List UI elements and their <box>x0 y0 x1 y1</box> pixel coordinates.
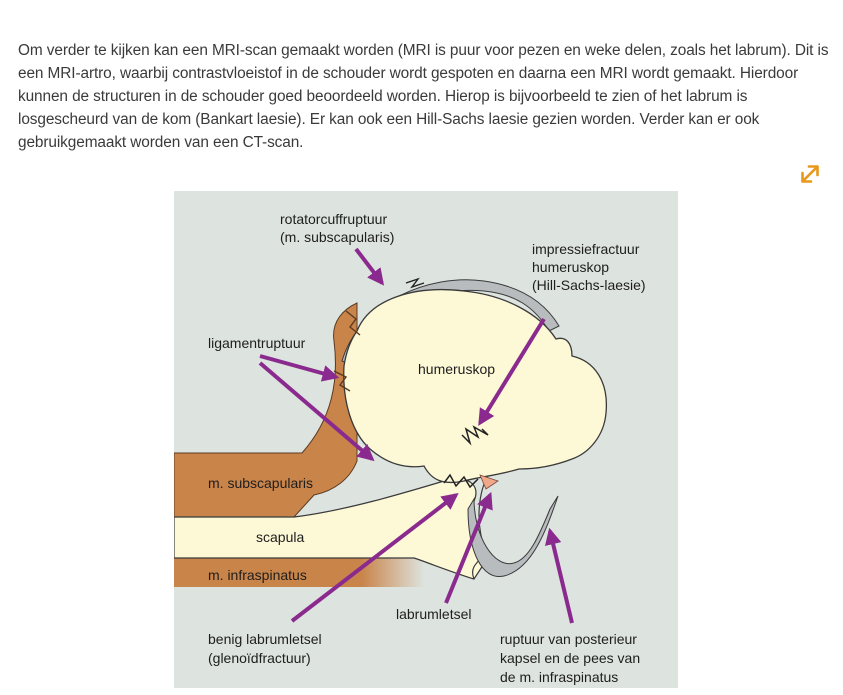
ligament-tear-strands <box>333 310 361 392</box>
label-ruptuur-2: kapsel en de pees van <box>500 650 640 666</box>
label-ligament: ligamentruptuur <box>208 335 306 351</box>
label-scapula: scapula <box>256 529 304 545</box>
posterior-capsule <box>467 495 559 577</box>
subscapularis-muscle <box>174 302 358 518</box>
arrow-labrumletsel <box>444 491 493 604</box>
arrow-ligament-lower <box>258 361 375 462</box>
arrow-ligament-upper <box>259 354 340 382</box>
label-benig-1: benig labrumletsel <box>208 631 322 647</box>
arrow-rotatorcuff <box>354 247 385 286</box>
intro-paragraph: Om verder te kijken kan een MRI-scan gem… <box>18 42 829 152</box>
glenoid-fracture-mark <box>443 473 479 489</box>
labrum-lesion-mark <box>479 474 499 490</box>
arrow-ruptuur <box>544 527 574 624</box>
shoulder-diagram[interactable]: rotatorcuffruptuur (m. subscapularis) im… <box>174 191 678 688</box>
label-rotatorcuff-2: (m. subscapularis) <box>280 229 394 245</box>
label-benig-2: (glenoïdfractuur) <box>208 650 311 666</box>
label-labrumletsel: labrumletsel <box>396 606 471 622</box>
humeral-head <box>343 289 607 484</box>
label-impressie-3: (Hill-Sachs-laesie) <box>532 277 646 293</box>
label-ruptuur-1: ruptuur van posterieur <box>500 631 637 647</box>
hill-sachs-fracture-mark <box>461 425 489 446</box>
label-infraspinatus: m. infraspinatus <box>208 567 307 583</box>
label-humeruskop: humeruskop <box>418 361 495 377</box>
arrow-impressie <box>478 317 546 426</box>
label-ruptuur-3: de m. infraspinatus <box>500 669 618 685</box>
label-subscapularis: m. subscapularis <box>208 475 313 491</box>
cuff-tear-mark <box>405 277 425 289</box>
arrow-benig <box>290 492 459 623</box>
label-rotatorcuff-1: rotatorcuffruptuur <box>280 211 387 227</box>
label-impressie-2: humeruskop <box>532 259 609 275</box>
label-impressie-1: impressiefractuur <box>532 241 640 257</box>
expand-arrows-icon[interactable] <box>798 162 822 186</box>
